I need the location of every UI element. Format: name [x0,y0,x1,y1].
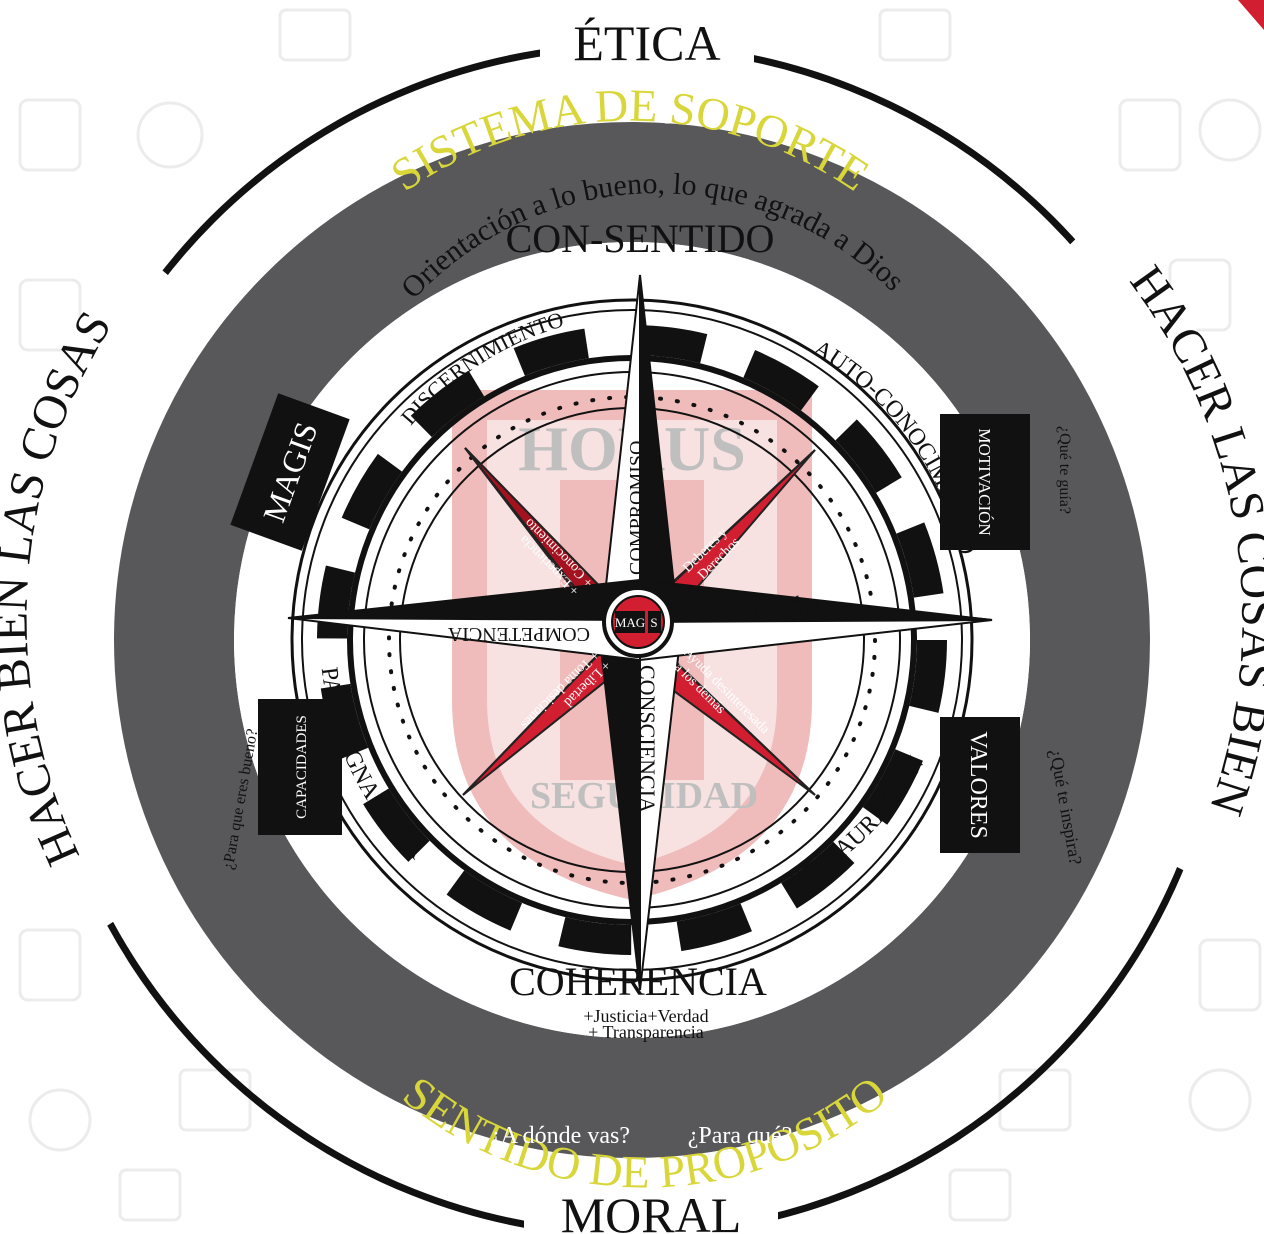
box-capacidades: CAPACIDADES [258,699,342,835]
svg-text:MAG: MAG [615,615,645,630]
consciencia-label: CONSCIENCIA [635,665,660,813]
coherencia-title: COHERENCIA [509,959,767,1004]
box-valores: VALORES [940,717,1020,853]
para-que: ¿Para qué? [688,1123,793,1149]
con-sentido-title: CON-SENTIDO [506,216,775,261]
center-medallion: MAG S [604,588,672,656]
compromiso-label: COMPROMISO [626,441,648,575]
box-motivacion: MOTIVACIÓN [940,414,1030,550]
svg-text:CAPACIDADES: CAPACIDADES [294,715,310,819]
corner-accent [1238,0,1264,30]
que-te-guia: ¿Qué te guía? [1056,426,1073,514]
a-donde-vas: ¿A dónde vas? [490,1123,630,1149]
compasion-label: COMPASIÓN [692,595,820,620]
svg-text:S: S [650,615,657,630]
coherencia-line2: + Transparencia [588,1022,704,1042]
svg-text:VALORES: VALORES [965,731,991,839]
competencia-label: COMPETENCIA [447,623,590,645]
etica-label: ÉTICA [573,15,720,71]
svg-text:MOTIVACIÓN: MOTIVACIÓN [975,428,994,535]
